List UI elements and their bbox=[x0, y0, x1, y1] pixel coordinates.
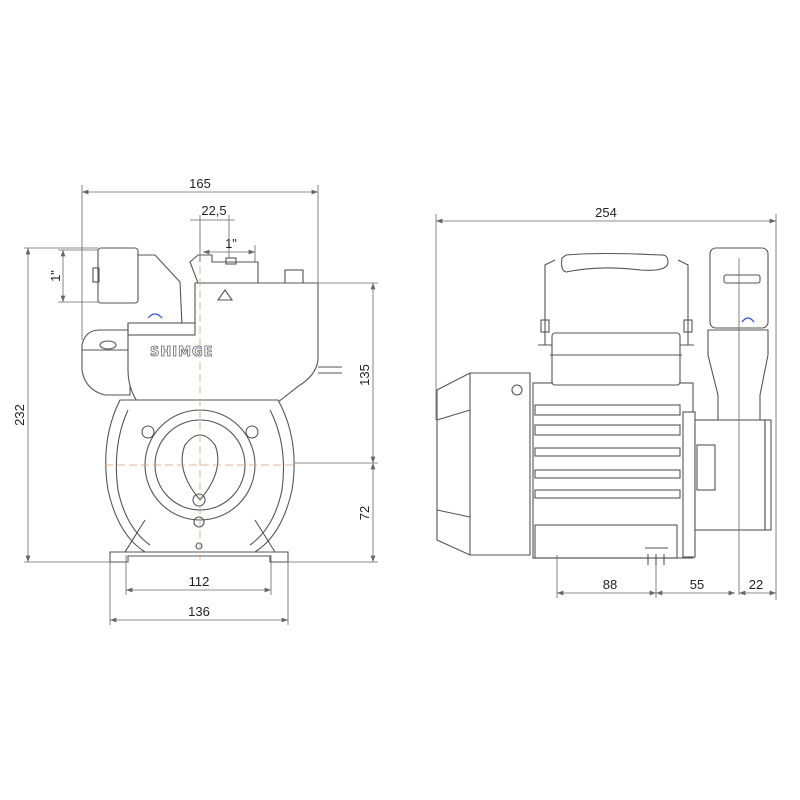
fan-cover bbox=[436, 372, 531, 556]
dim-inlet-size: 1" bbox=[48, 270, 63, 282]
pump-housing bbox=[682, 247, 772, 558]
dim-overall-height: 232 bbox=[12, 404, 27, 426]
front-dimensions: 165 22,5 1" 1" 232 135 72 bbox=[12, 176, 378, 625]
motor-body bbox=[532, 382, 694, 565]
side-view: 254 88 55 22 bbox=[435, 205, 777, 600]
dim-outlet-to-end: 22 bbox=[749, 577, 763, 592]
dim-outlet-size: 1" bbox=[225, 236, 237, 251]
brand-logo: SHIMGE bbox=[150, 345, 214, 360]
accent-arc bbox=[147, 313, 163, 319]
dim-foot-hole-to-hole: 88 bbox=[603, 577, 617, 592]
terminal-box bbox=[538, 259, 694, 386]
dim-foot-hole-spacing: 112 bbox=[189, 574, 210, 589]
dim-foot-width: 136 bbox=[188, 604, 210, 619]
dim-hole-to-outlet: 55 bbox=[690, 577, 704, 592]
accent-arc bbox=[741, 317, 755, 323]
dim-outlet-offset: 22,5 bbox=[201, 203, 226, 218]
carry-handle[interactable] bbox=[560, 252, 669, 273]
dim-shaft-height: 72 bbox=[357, 506, 372, 520]
dim-overall-width: 165 bbox=[189, 176, 211, 191]
front-view: SHIMGE 165 bbox=[12, 176, 378, 625]
pump-head: SHIMGE bbox=[127, 254, 342, 421]
dim-shaft-to-top: 135 bbox=[357, 364, 372, 386]
side-dimensions: 254 88 55 22 bbox=[435, 205, 777, 600]
dim-overall-length: 254 bbox=[595, 205, 617, 220]
